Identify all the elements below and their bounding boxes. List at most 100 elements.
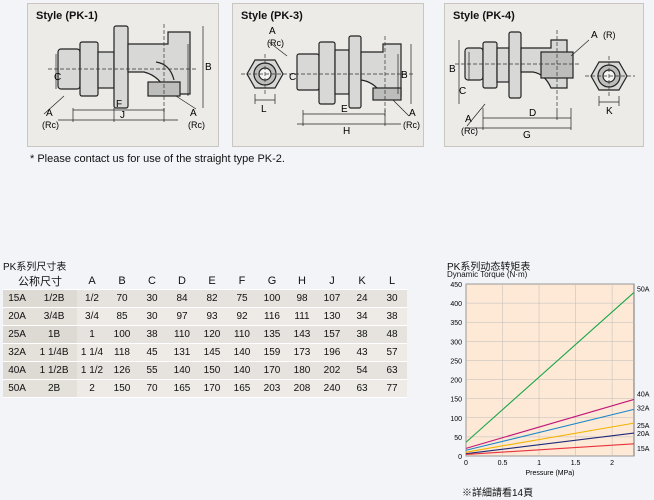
chart-title: PK系列动态转矩表 bbox=[447, 262, 531, 273]
table-cell: 100 bbox=[257, 289, 287, 308]
x-tick-label: 0 bbox=[464, 460, 468, 467]
table-cell: 165 bbox=[167, 379, 197, 398]
label-k: K bbox=[606, 106, 613, 117]
label-a2: A bbox=[190, 108, 197, 119]
table-cell: 135 bbox=[257, 325, 287, 344]
cell-size: 40A bbox=[3, 361, 32, 380]
table-cell: 30 bbox=[377, 289, 407, 308]
label-b: B bbox=[205, 62, 212, 73]
diagram-title: Style (PK-4) bbox=[453, 10, 515, 22]
table-cell: 173 bbox=[287, 343, 317, 362]
table-cell: 208 bbox=[287, 379, 317, 398]
table-cell: 55 bbox=[137, 361, 167, 380]
table-cell: 157 bbox=[317, 325, 347, 344]
y-tick-label: 350 bbox=[450, 320, 462, 327]
y-tick-label: 50 bbox=[454, 435, 462, 442]
table-cell: 24 bbox=[347, 289, 377, 308]
table-cell: 3/4 bbox=[77, 307, 107, 326]
label-rc2: (Rc) bbox=[188, 120, 205, 130]
label-j: J bbox=[120, 110, 125, 121]
size-table-title: PK系列尺寸表 bbox=[3, 262, 67, 273]
col-header-e: E bbox=[197, 272, 227, 290]
table-cell: 54 bbox=[347, 361, 377, 380]
table-cell: 45 bbox=[137, 343, 167, 362]
y-tick-label: 0 bbox=[458, 454, 462, 461]
y-tick-label: 400 bbox=[450, 301, 462, 308]
table-cell: 43 bbox=[347, 343, 377, 362]
table-cell: 118 bbox=[107, 343, 137, 362]
table-cell: 30 bbox=[137, 307, 167, 326]
col-header-c: C bbox=[137, 272, 167, 290]
table-cell: 107 bbox=[317, 289, 347, 308]
y-tick-label: 150 bbox=[450, 397, 462, 404]
x-tick-label: 0.5 bbox=[498, 460, 508, 467]
table-cell: 100 bbox=[107, 325, 137, 344]
table-cell: 116 bbox=[257, 307, 287, 326]
x-tick-label: 1 bbox=[537, 460, 541, 467]
col-header-g: G bbox=[257, 272, 287, 290]
table-cell: 196 bbox=[317, 343, 347, 362]
label-d: D bbox=[529, 108, 536, 119]
label-c: C bbox=[289, 72, 296, 83]
label-l: L bbox=[261, 104, 267, 115]
diagram-title: Style (PK-1) bbox=[36, 10, 98, 22]
table-cell: 85 bbox=[107, 307, 137, 326]
table-cell: 84 bbox=[167, 289, 197, 308]
cell-size: 25A bbox=[3, 325, 32, 344]
diagram-pk3: Style (PK-3) A bbox=[232, 3, 424, 147]
table-cell: 140 bbox=[227, 361, 257, 380]
table-cell: 126 bbox=[107, 361, 137, 380]
label-a1: A bbox=[46, 108, 53, 119]
table-cell: 82 bbox=[197, 289, 227, 308]
table-cell: 1 bbox=[77, 325, 107, 344]
table-cell: 130 bbox=[317, 307, 347, 326]
table-cell: 159 bbox=[257, 343, 287, 362]
label-b: B bbox=[401, 70, 408, 81]
table-cell: 150 bbox=[107, 379, 137, 398]
chart-footnote: ※詳細請看14頁 bbox=[462, 488, 534, 499]
series-label: 25A bbox=[637, 423, 650, 430]
label-rc2: (Rc) bbox=[403, 120, 420, 130]
col-header-b: B bbox=[107, 272, 137, 290]
cell-inch: 1 1/4B bbox=[31, 343, 77, 362]
table-cell: 1/2 bbox=[77, 289, 107, 308]
y-tick-label: 100 bbox=[450, 416, 462, 423]
table-cell: 170 bbox=[197, 379, 227, 398]
table-cell: 150 bbox=[197, 361, 227, 380]
table-cell: 170 bbox=[257, 361, 287, 380]
x-axis-label: Pressure (MPa) bbox=[525, 470, 574, 477]
table-cell: 98 bbox=[287, 289, 317, 308]
col-header-l: L bbox=[377, 272, 407, 290]
label-rc1: (Rc) bbox=[267, 38, 284, 48]
col-header-k: K bbox=[347, 272, 377, 290]
table-cell: 1 1/4 bbox=[77, 343, 107, 362]
table-cell: 92 bbox=[227, 307, 257, 326]
label-c: C bbox=[54, 72, 61, 83]
table-cell: 38 bbox=[137, 325, 167, 344]
col-header-h: H bbox=[287, 272, 317, 290]
diagram-pk1: Style (PK-1) C B F bbox=[27, 3, 219, 147]
series-label: 40A bbox=[637, 391, 650, 398]
table-cell: 34 bbox=[347, 307, 377, 326]
cell-inch: 1B bbox=[31, 325, 77, 344]
col-header-f: F bbox=[227, 272, 257, 290]
diagram-title: Style (PK-3) bbox=[241, 10, 303, 22]
cell-inch: 3/4B bbox=[31, 307, 77, 326]
label-rc1: (Rc) bbox=[42, 120, 59, 130]
size-header: 公称尺寸 bbox=[3, 272, 77, 290]
series-line-40a bbox=[465, 398, 635, 449]
table-cell: 2 bbox=[77, 379, 107, 398]
table-cell: 38 bbox=[377, 307, 407, 326]
table-cell: 48 bbox=[377, 325, 407, 344]
y-tick-label: 450 bbox=[450, 282, 462, 289]
label-a1: A bbox=[465, 114, 472, 125]
label-rc1: (Rc) bbox=[461, 126, 478, 136]
table-header-row: 公称尺寸 A B C D E F G H J K L bbox=[3, 272, 407, 290]
table-cell: 140 bbox=[167, 361, 197, 380]
